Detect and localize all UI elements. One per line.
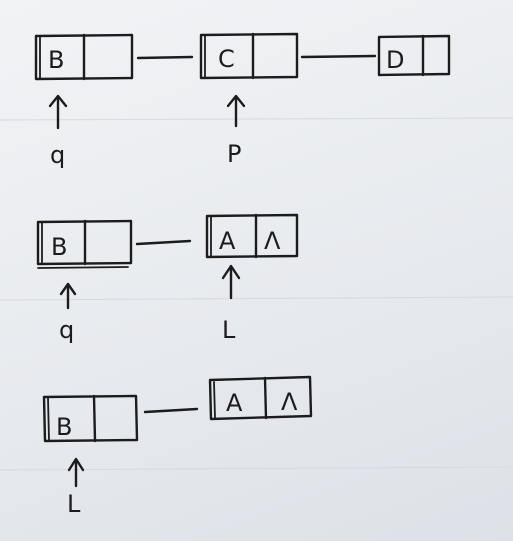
- pointer-arrow: [221, 264, 241, 300]
- diagram-3: B A Λ L: [42, 375, 313, 518]
- node-value: B: [51, 233, 67, 261]
- pointer-arrow: [226, 94, 246, 128]
- node-value: A: [219, 227, 236, 255]
- link-arrow: [136, 55, 194, 60]
- node-link-null: Λ: [264, 227, 281, 255]
- list-node: B: [34, 33, 134, 81]
- link-arrow: [143, 407, 199, 414]
- list-node: B: [42, 394, 139, 443]
- pointer-label: L: [67, 490, 81, 518]
- pointer-label: q: [50, 141, 65, 169]
- link-arrow: [135, 239, 192, 246]
- node-value: D: [386, 46, 404, 74]
- diagram-2: B A Λ q L: [36, 213, 299, 344]
- node-value: B: [56, 413, 72, 441]
- list-node: A Λ: [205, 213, 299, 259]
- link-arrow: [300, 54, 377, 59]
- list-node: A Λ: [208, 375, 313, 421]
- diagram-1: B C D q P: [34, 32, 451, 169]
- pointer-label: q: [59, 316, 74, 344]
- pointer-label: L: [222, 316, 236, 344]
- node-value: C: [218, 45, 235, 73]
- pointer-arrow: [67, 457, 85, 488]
- list-node: B: [36, 219, 133, 269]
- node-link-null: Λ: [281, 388, 298, 416]
- list-node: C: [199, 32, 299, 80]
- pointer-arrow: [59, 282, 77, 310]
- node-value: A: [226, 389, 243, 417]
- pointer-label: P: [227, 140, 241, 168]
- node-value: B: [48, 46, 64, 74]
- pointer-arrow: [48, 94, 68, 130]
- list-node: D: [377, 34, 451, 77]
